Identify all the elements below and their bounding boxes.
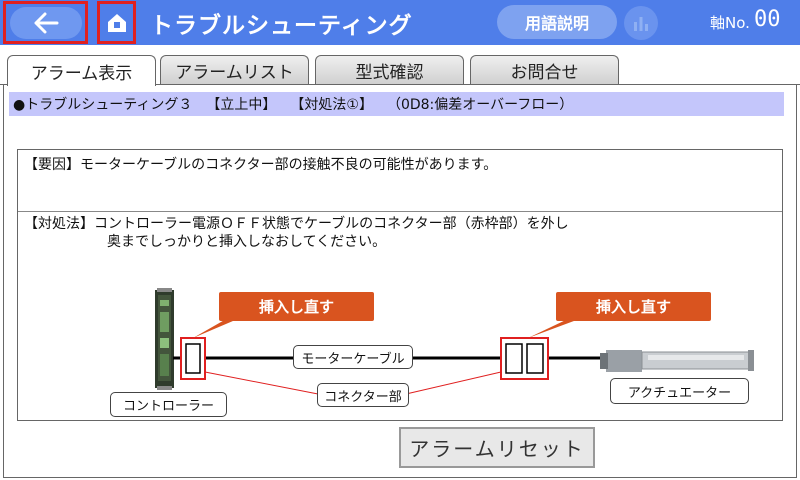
status-bar: ●トラブルシューティング３ 【立上中】 【対処法①】 （0D8:偏差オーバーフロ… — [9, 92, 784, 116]
tab-model-check[interactable]: 型式確認 — [315, 55, 464, 85]
alarm-reset-button[interactable]: アラームリセット — [399, 427, 595, 468]
back-button[interactable] — [3, 1, 88, 44]
tab-bar: アラーム表示 アラームリスト 型式確認 お問合せ — [0, 55, 800, 86]
right-connector-highlight[interactable] — [500, 337, 549, 380]
bar-chart-icon — [634, 17, 648, 31]
status-title: ●トラブルシューティング３ — [13, 97, 193, 113]
solution-line-2: 奥までしっかりと挿入しなおしてください。 — [107, 234, 387, 250]
tab-contact[interactable]: お問合せ — [470, 55, 619, 85]
connector-leader-left — [204, 371, 319, 395]
callout-left-pointer — [193, 318, 240, 338]
tab-underline-right — [156, 84, 800, 85]
controller-label: コントローラー — [110, 392, 227, 417]
home-icon — [107, 13, 126, 32]
controller-device-image — [155, 288, 174, 390]
page-title: トラブルシューティング — [150, 13, 413, 39]
glossary-button[interactable]: 用語説明 — [497, 5, 617, 39]
status-alarm-code: （0D8:偏差オーバーフロー） — [386, 97, 574, 113]
callout-right: 挿入し直す — [556, 292, 711, 321]
solution-line-1: 【対処法】コントローラー電源ＯＦＦ状態でケーブルのコネクター部（赤枠部）を外し — [24, 216, 569, 232]
tab-alarm-display[interactable]: アラーム表示 — [7, 55, 156, 86]
actuator-device-image — [600, 350, 754, 372]
connection-diagram — [155, 288, 754, 395]
status-phase: 【立上中】 — [206, 97, 277, 113]
header-bar: トラブルシューティング 用語説明 軸No. 00 — [0, 0, 800, 45]
left-connector-highlight[interactable] — [180, 337, 206, 380]
status-step: 【対処法①】 — [290, 97, 373, 113]
arrow-left-icon — [34, 12, 58, 33]
connector-leader-right — [405, 371, 502, 395]
axis-number[interactable]: 00 — [754, 7, 781, 32]
callout-right-pointer — [528, 318, 582, 338]
motor-cable-label: モーターケーブル — [293, 345, 413, 369]
callout-left: 挿入し直す — [219, 292, 374, 321]
cause-text: 【要因】モーターケーブルのコネクター部の接触不良の可能性があります。 — [24, 157, 498, 173]
actuator-label: アクチュエーター — [610, 378, 749, 404]
tab-underline-left — [0, 84, 7, 85]
connector-label: コネクター部 — [317, 383, 409, 407]
troubleshooting-panel: 【要因】モーターケーブルのコネクター部の接触不良の可能性があります。 【対処法】… — [17, 149, 783, 421]
tab-alarm-list[interactable]: アラームリスト — [160, 55, 309, 85]
home-button[interactable] — [97, 1, 136, 44]
back-button-pill — [9, 6, 82, 39]
chart-button[interactable] — [624, 6, 658, 40]
axis-label: 軸No. — [710, 14, 750, 32]
panel-divider — [18, 211, 782, 212]
solution-text: 【対処法】コントローラー電源ＯＦＦ状態でケーブルのコネクター部（赤枠部）を外し … — [24, 215, 569, 251]
